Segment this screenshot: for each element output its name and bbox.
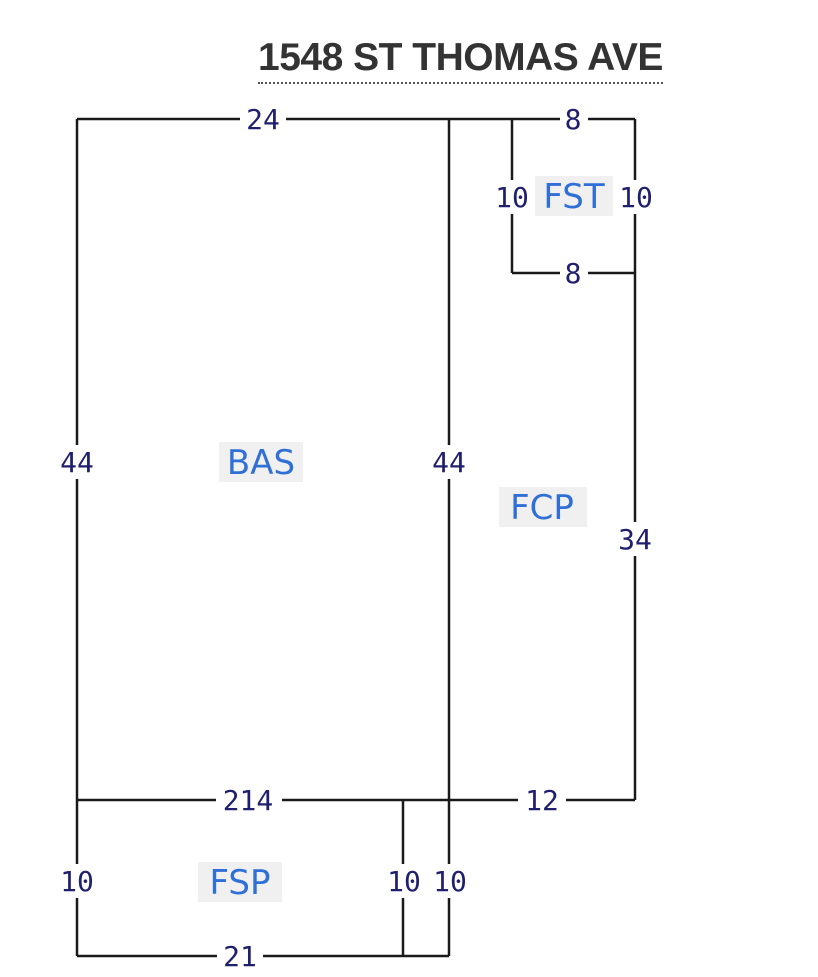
bas-top-dimension: 24 <box>246 103 280 136</box>
fsp-bottom-dimension: 21 <box>223 940 257 973</box>
fst-right-dimension: 10 <box>619 181 653 214</box>
sketch-lines <box>75 117 637 958</box>
fsp-area-label: FSP <box>209 863 270 903</box>
dimension-labels: 24 44 44 214 8 10 10 8 34 12 10 10 10 21 <box>54 103 658 973</box>
fcp-right-dimension: 34 <box>618 523 652 556</box>
area-labels: BAS FCP FST FSP <box>198 176 613 903</box>
fst-bottom-dimension: 8 <box>565 257 582 290</box>
fst-top-dimension: 8 <box>565 103 582 136</box>
fsp-inner-right-dimension: 10 <box>387 865 421 898</box>
bas-left-dimension: 44 <box>60 446 94 479</box>
bas-bottom-dimension: 214 <box>223 784 274 817</box>
property-address-title: 1548 ST THOMAS AVE <box>258 36 663 84</box>
fcp-area-label: FCP <box>510 488 574 528</box>
bas-right-dimension: 44 <box>432 446 466 479</box>
fcp-bottom-dimension: 12 <box>525 784 559 817</box>
fst-left-dimension: 10 <box>495 181 529 214</box>
fsp-outer-right-dimension: 10 <box>433 865 467 898</box>
fst-area-label: FST <box>543 177 605 217</box>
fsp-left-dimension: 10 <box>60 865 94 898</box>
bas-area-label: BAS <box>227 443 295 483</box>
